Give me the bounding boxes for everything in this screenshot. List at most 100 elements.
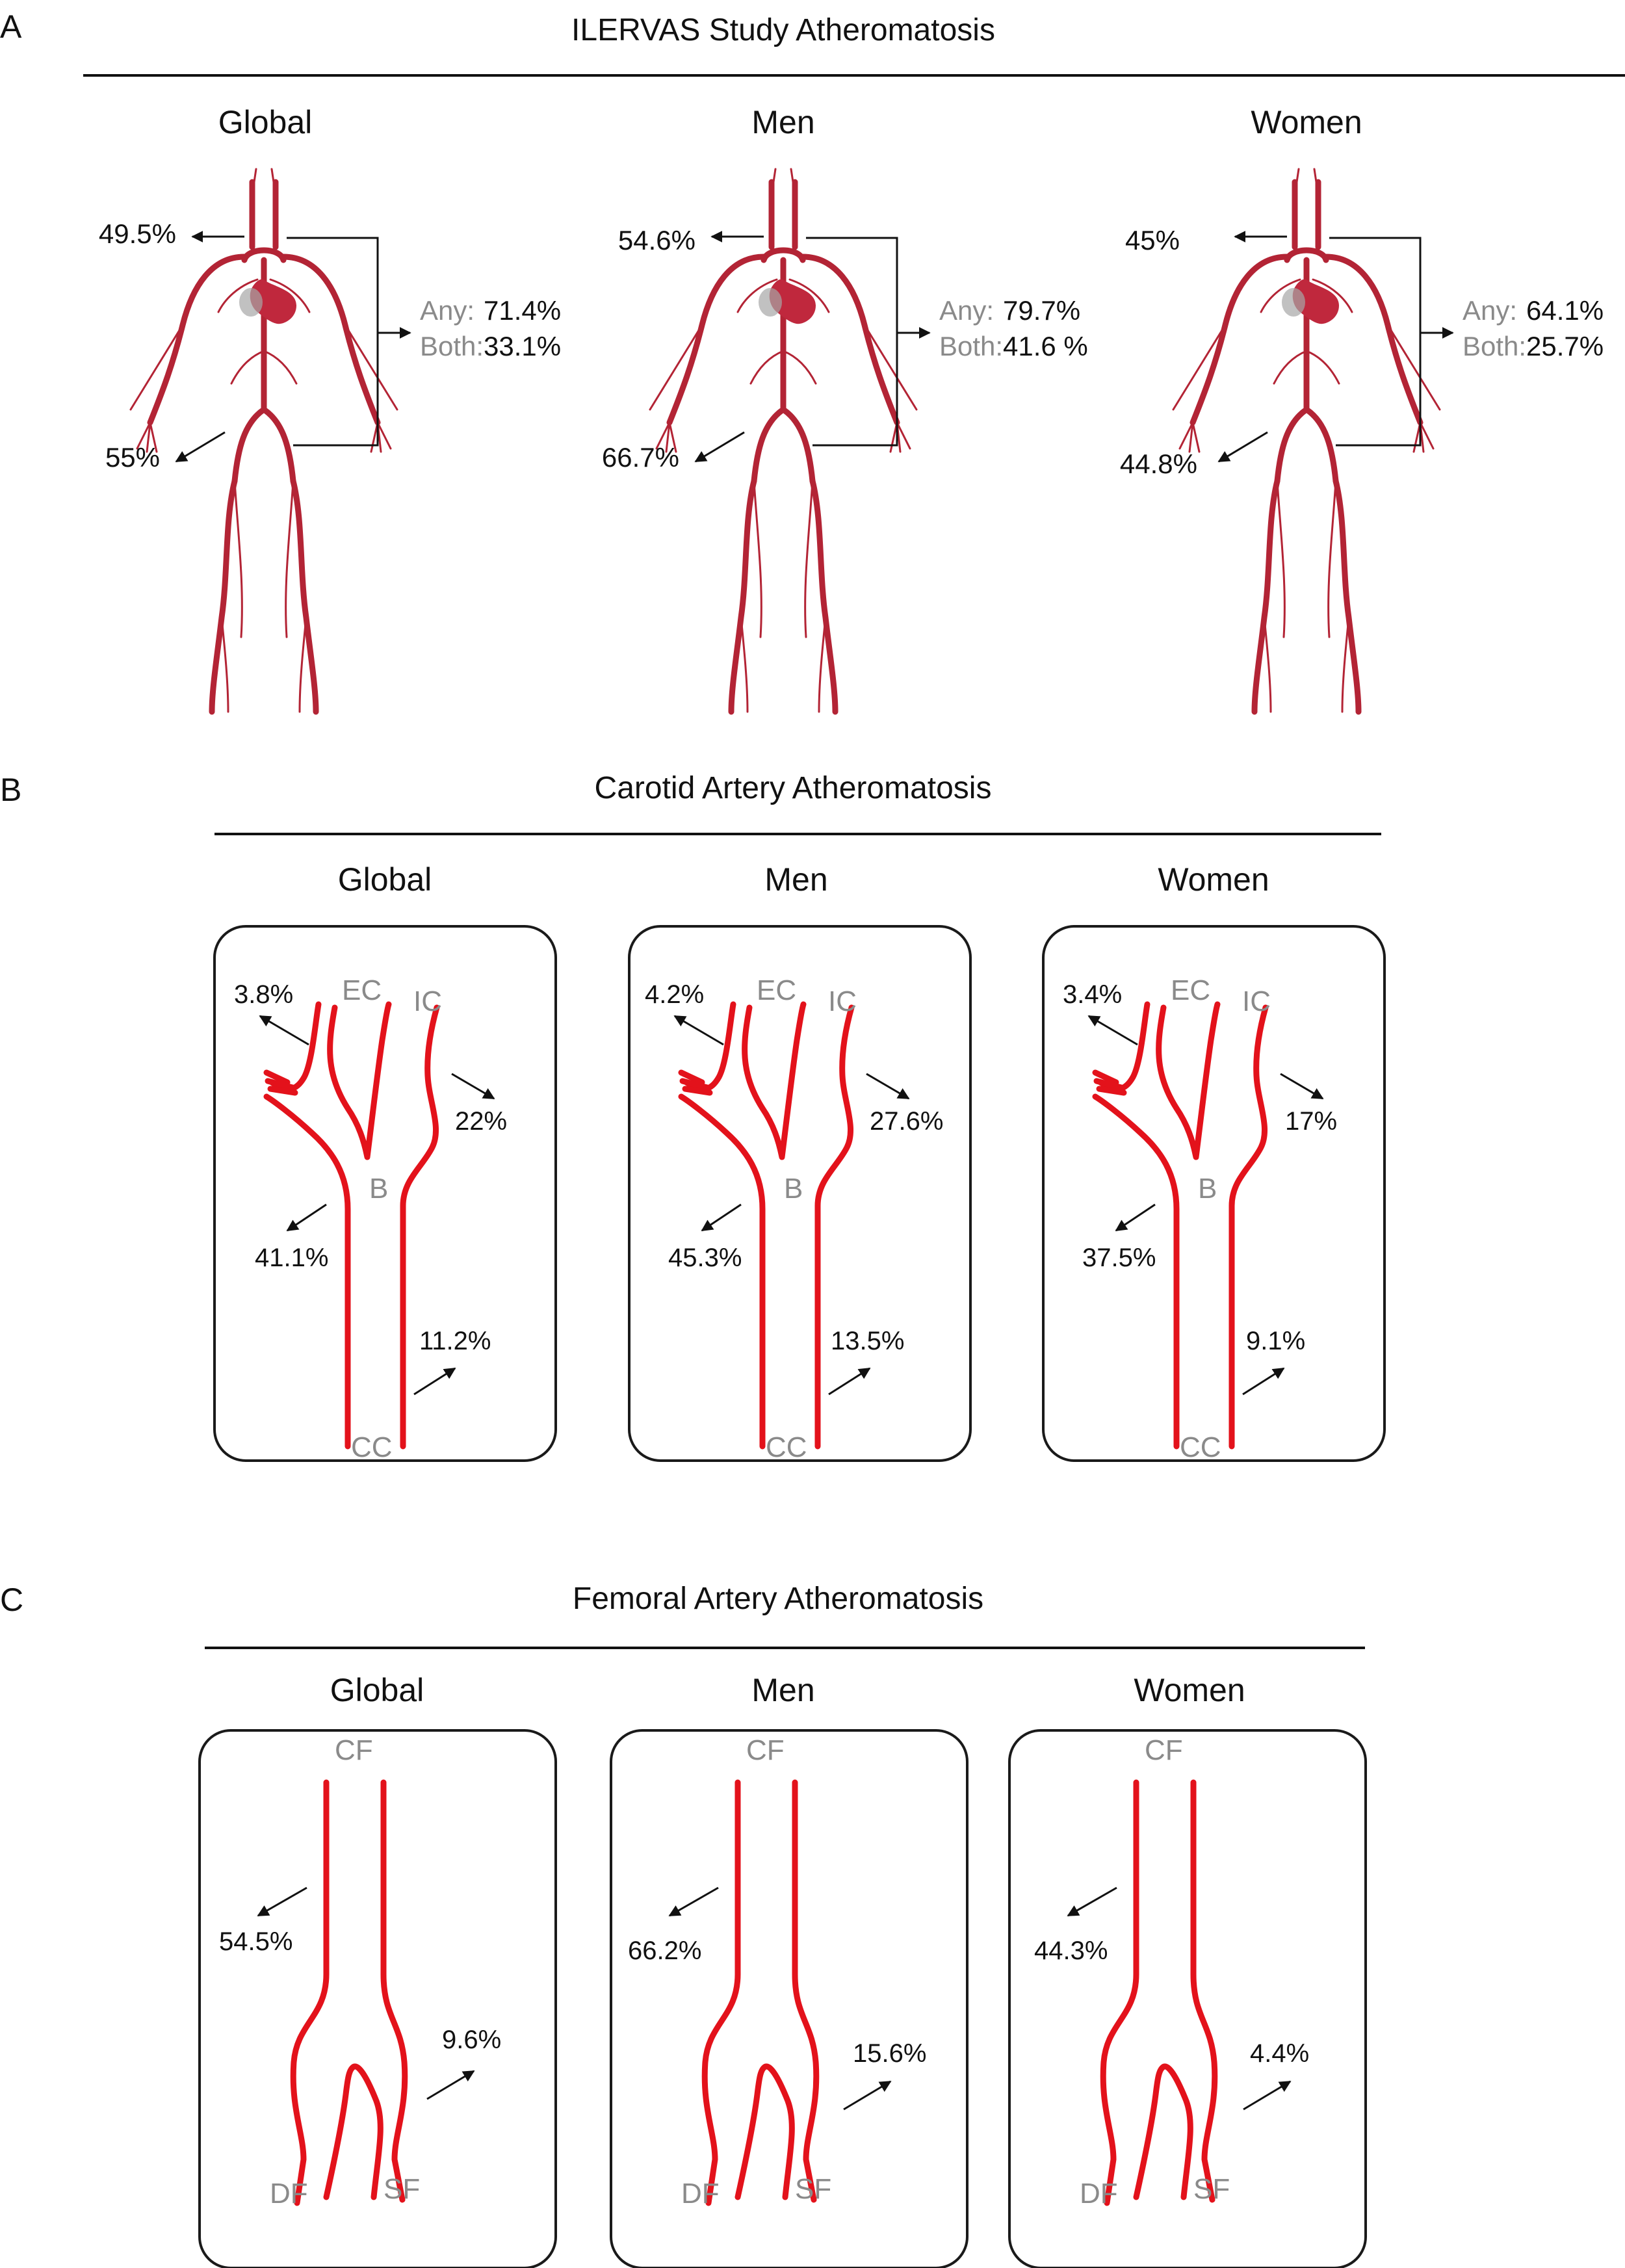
any-label: Any:: [939, 295, 994, 326]
iliac-left: [231, 406, 267, 484]
femoral-panel-global: CF DF SF 54.5% 9.6%: [198, 1729, 557, 2268]
femoral-prevalence: 66.7%: [602, 442, 679, 473]
df-segment-label: DF: [270, 2178, 308, 2209]
carotid-group-label-global: Global: [338, 861, 432, 898]
cf-right-wall: [792, 1779, 820, 2203]
lung-shadow: [1282, 288, 1305, 317]
ec-segment-label: EC: [1171, 974, 1210, 1006]
any-value: 71.4%: [484, 295, 561, 326]
leg-left: [1251, 478, 1280, 715]
carotid-prevalence: 45%: [1125, 225, 1180, 255]
bifurcation-wall: [1156, 1001, 1221, 1160]
carotid-panel-global: EC IC B CC 3.8% 22% 41.1% 11.2%: [213, 925, 557, 1463]
ic-arrow: [1280, 1073, 1324, 1100]
bifurcation-prevalence: 41.1%: [255, 1244, 328, 1272]
leg-left: [728, 478, 757, 715]
ic-prevalence: 22%: [455, 1107, 507, 1136]
femoral-panel-frame: [198, 1729, 557, 2268]
df-sf-divider: [323, 2063, 384, 2200]
cc-far-wall: [1228, 1004, 1269, 1450]
femoral-arrow: [694, 431, 745, 463]
arm-left: [1190, 254, 1290, 426]
both-value: 41.6 %: [1003, 331, 1088, 361]
ec-arrow: [259, 1015, 309, 1046]
femoral-panel-women: CF DF SF 44.3% 4.4%: [1008, 1729, 1367, 2268]
section-c-letter: C: [0, 1582, 23, 1618]
sf-arrow: [426, 2070, 475, 2100]
df-segment-label: DF: [1080, 2178, 1118, 2209]
any-label: Any:: [1462, 295, 1517, 326]
ec-branch-3: [682, 1086, 713, 1096]
cc-far-wall: [814, 1004, 855, 1450]
leg-left: [209, 478, 238, 715]
iliac-right: [1303, 406, 1339, 484]
ec-branch-3: [1096, 1086, 1127, 1096]
vascular-figure-global: 49.5% 55% Any: 71.4% Both: 33.1%: [99, 168, 561, 715]
carotid-artery-drawing: [263, 1001, 440, 1450]
cf-right-wall: [380, 1779, 408, 2203]
group-label-men: Men: [751, 104, 814, 140]
heart-icon: [250, 279, 296, 324]
sf-segment-label: SF: [795, 2173, 831, 2205]
b-segment-label: B: [784, 1173, 803, 1205]
carotid-prevalence: 49.5%: [99, 218, 176, 249]
ec-prevalence: 4.2%: [645, 980, 704, 1009]
cc-prevalence: 13.5%: [831, 1327, 904, 1355]
arm-left: [147, 254, 248, 426]
arm-right: [800, 254, 900, 426]
bifurcation-arrow: [1115, 1203, 1156, 1232]
cc-far-wall: [400, 1004, 440, 1450]
cf-right-wall: [1190, 1779, 1218, 2203]
ec-prevalence: 3.4%: [1063, 980, 1122, 1009]
carotid-panel-men: EC IC B CC 4.2% 27.6% 45.3% 13.5%: [628, 925, 972, 1463]
df-segment-label: DF: [681, 2178, 720, 2209]
sf-prevalence: 4.4%: [1250, 2039, 1309, 2068]
leg-right: [809, 478, 838, 715]
cf-segment-label: CF: [746, 1734, 785, 1766]
iliac-left: [1274, 406, 1310, 484]
ec-branch-1: [263, 1069, 291, 1086]
carotid-artery-drawing: [678, 1001, 855, 1450]
leg-right: [1332, 478, 1362, 715]
section-b-letter: B: [0, 772, 21, 808]
ec-arrow: [1087, 1015, 1138, 1046]
bifurcation-wall: [742, 1001, 807, 1160]
sf-arrow: [1243, 2080, 1292, 2111]
section-c: C Femoral Artery Atheromatosis Global Me…: [0, 1582, 1367, 2268]
cf-arrow: [1067, 1886, 1117, 1917]
bifurcation-prevalence: 37.5%: [1082, 1244, 1156, 1272]
bifurcation-prevalence: 45.3%: [668, 1244, 742, 1272]
sf-prevalence: 9.6%: [442, 2026, 501, 2054]
vascular-figure-men: 54.6% 66.7% Any: 79.7% Both: 41.6 %: [602, 168, 1088, 715]
ec-prevalence: 3.8%: [234, 980, 293, 1009]
section-c-title: Femoral Artery Atheromatosis: [573, 1582, 983, 1616]
both-label: Both:: [420, 331, 484, 361]
both-value: 25.7%: [1526, 331, 1604, 361]
cf-prevalence: 44.3%: [1034, 1936, 1108, 1965]
cc-near-wall: [1092, 1093, 1180, 1450]
group-label-women: Women: [1251, 104, 1362, 140]
bifurcation-wall: [327, 1001, 392, 1160]
both-label: Both:: [1462, 331, 1526, 361]
ec-branch-1: [678, 1069, 705, 1086]
carotid-panel-women: EC IC B CC 3.4% 17% 37.5% 9.1%: [1042, 925, 1386, 1463]
ec-branch-1: [1092, 1069, 1119, 1086]
cf-left-wall: [701, 1779, 741, 2206]
ic-segment-label: IC: [828, 985, 857, 1017]
arm-right: [1323, 254, 1424, 426]
ec-arrow: [673, 1015, 724, 1046]
cf-arrow: [257, 1886, 307, 1917]
carotid-panel-frame: [1042, 925, 1386, 1462]
any-value: 79.7%: [1003, 295, 1080, 326]
cc-arrow: [413, 1367, 456, 1396]
cf-segment-label: CF: [1145, 1734, 1183, 1766]
cc-near-wall: [263, 1093, 351, 1450]
femoral-artery-drawing: [701, 1779, 820, 2206]
ec-segment-label: EC: [757, 974, 796, 1006]
b-segment-label: B: [1198, 1173, 1217, 1205]
cc-near-wall: [678, 1093, 766, 1450]
ic-prevalence: 27.6%: [870, 1107, 943, 1136]
carotid-group-label-men: Men: [764, 861, 827, 898]
both-label: Both:: [939, 331, 1003, 361]
ec-branch-2: [1093, 1078, 1124, 1091]
